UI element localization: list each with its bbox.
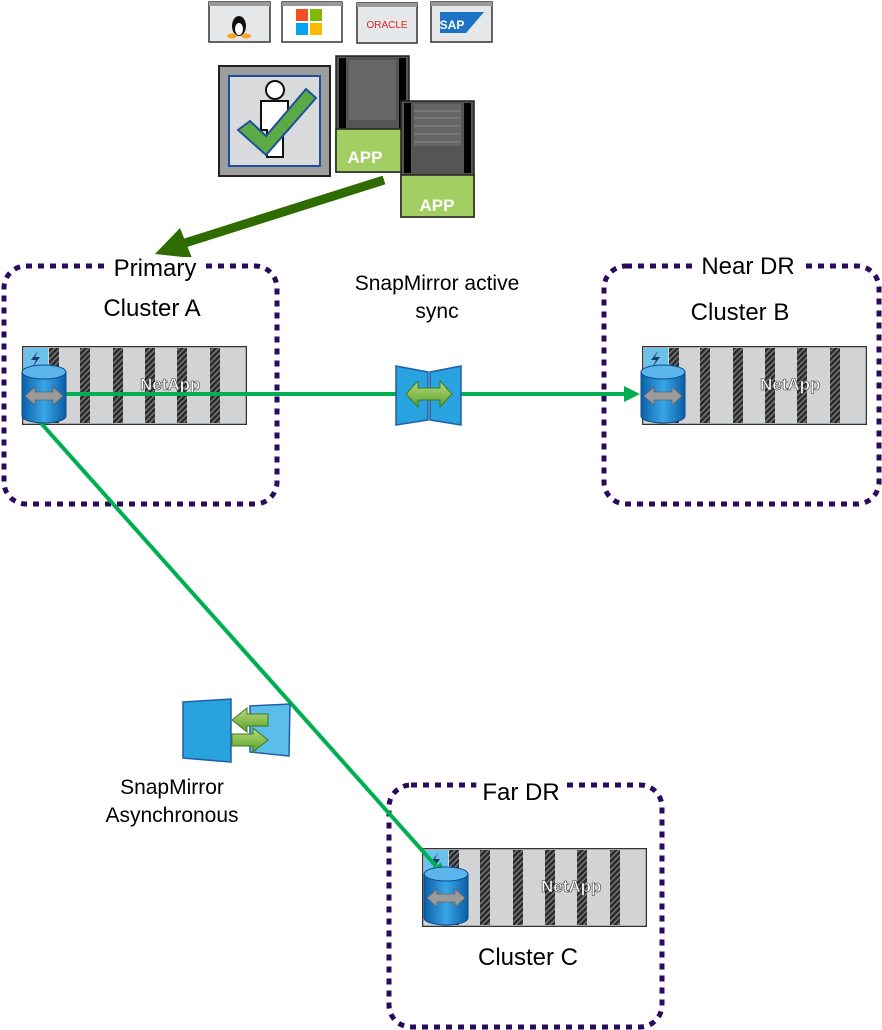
app-label: APP (348, 148, 383, 167)
windows-icon (281, 1, 343, 43)
volume-icon (640, 364, 686, 424)
async-label-line1: SnapMirror (120, 776, 224, 799)
cluster-b-name: Cluster B (690, 299, 790, 326)
cluster-a-name: Cluster A (103, 295, 201, 322)
volume-icon (423, 866, 469, 926)
snapmirror-sync-icon (395, 365, 462, 426)
sync-label-line2: sync (415, 300, 459, 323)
linux-icon (208, 1, 271, 43)
async-label-line2: Asynchronous (105, 804, 239, 827)
cluster-b-boundary (601, 263, 882, 507)
oracle-logo-text: ORACLE (366, 20, 407, 31)
cluster-a-site-label: Primary (107, 257, 203, 281)
oracle-icon: ORACLE (356, 2, 418, 44)
app-label: APP (420, 196, 455, 215)
user-check-icon (218, 65, 331, 177)
cluster-c-boundary (386, 782, 665, 1030)
snapmirror-async-icon (182, 698, 291, 763)
host-access-arrow (155, 175, 386, 258)
volume-icon (21, 364, 67, 424)
cluster-c-name: Cluster C (477, 944, 579, 971)
app-server-icon: APP (400, 100, 475, 218)
netapp-logo: NetApp (760, 375, 820, 394)
sync-replication-line (60, 386, 640, 402)
app-server-icon: APP (335, 55, 410, 173)
sap-icon: SAP (430, 1, 493, 43)
netapp-logo: NetApp (541, 877, 601, 896)
sync-label-line1: SnapMirror active (354, 272, 520, 295)
cluster-b-site-label: Near DR (695, 255, 801, 279)
async-replication-line (38, 420, 446, 878)
cluster-a-boundary (1, 263, 280, 507)
cluster-c-site-label: Far DR (476, 781, 566, 805)
netapp-logo: NetApp (140, 375, 200, 394)
sap-logo-text: SAP (440, 18, 465, 32)
